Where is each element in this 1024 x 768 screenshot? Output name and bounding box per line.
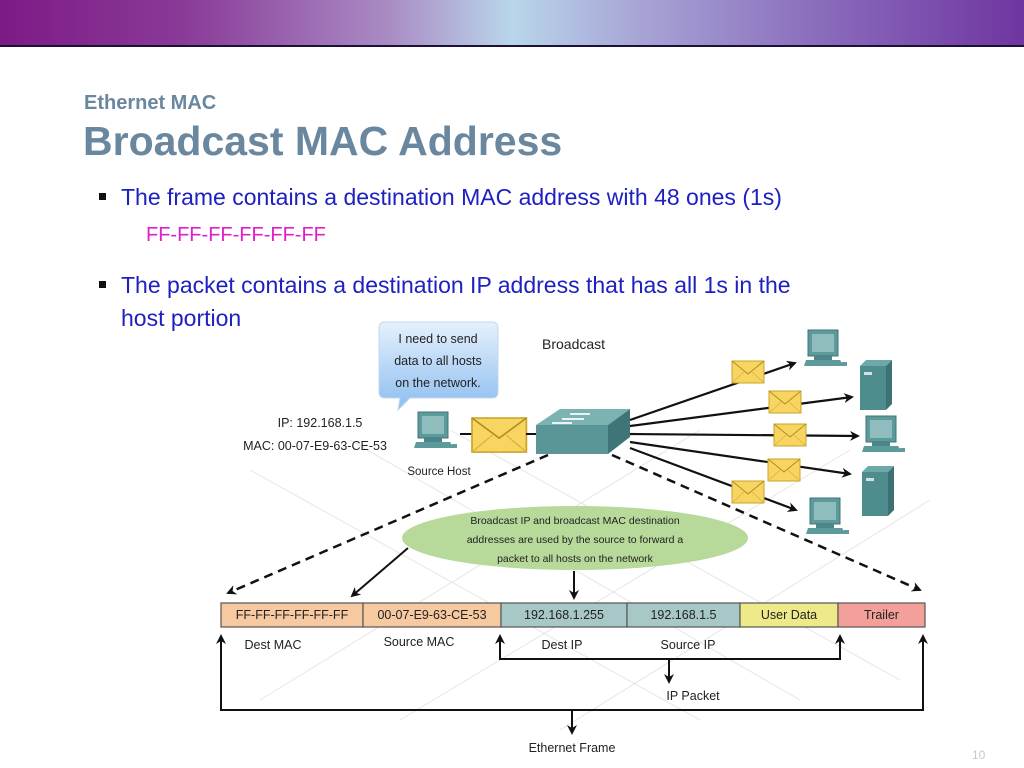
note-arrow-left xyxy=(350,547,409,598)
envelope-icon xyxy=(773,423,807,447)
bullet-text-continued: host portion xyxy=(121,305,242,331)
frame-brackets xyxy=(216,634,928,735)
perspective-grid xyxy=(249,429,931,731)
note-line: packet to all hosts on the network xyxy=(497,553,654,565)
frame-field-box xyxy=(626,602,741,628)
bullet-item: The frame contains a destination MAC add… xyxy=(99,182,782,212)
dashed-projection-left xyxy=(226,453,549,595)
page-number: 10 xyxy=(972,748,986,762)
broadcast-arrows xyxy=(629,360,860,512)
frame-field-box xyxy=(362,602,502,628)
title-banner xyxy=(0,0,1024,47)
frame-field-value: 192.168.1.5 xyxy=(650,608,716,622)
frame-field-value: 192.168.1.255 xyxy=(524,608,604,622)
source-host-label: Source Host xyxy=(407,466,471,478)
ethernet-frame: FF-FF-FF-FF-FF-FF Dest MAC 00-07-E9-63-CE-… xyxy=(220,602,926,652)
broadcast-note: Broadcast IP and broadcast MAC destinati… xyxy=(402,506,748,570)
dest-computer-icon xyxy=(805,497,850,535)
arrow-to-host-3 xyxy=(629,430,860,441)
dest-computer-icon xyxy=(861,415,906,453)
frame-field-value: 00-07-E9-63-CE-53 xyxy=(377,608,486,622)
bullet-item: The packet contains a destination IP add… xyxy=(99,270,791,300)
speech-bubble-line: data to all hosts xyxy=(394,354,482,368)
speech-bubble-line: on the network. xyxy=(395,376,480,390)
source-mac-label: MAC: 00-07-E9-63-CE-53 xyxy=(243,439,387,453)
bullet-marker-icon xyxy=(99,193,106,200)
slide-subtitle: Ethernet MAC xyxy=(84,92,217,114)
note-line: addresses are used by the source to forw… xyxy=(467,534,684,546)
envelope-icon xyxy=(731,360,765,384)
frame-field-value: Trailer xyxy=(864,608,899,622)
envelope-icon xyxy=(471,417,528,453)
source-ip-label: IP: 192.168.1.5 xyxy=(278,416,363,430)
ip-packet-label: IP Packet xyxy=(666,689,720,703)
broadcast-mac-text: FF-FF-FF-FF-FF-FF xyxy=(146,224,326,246)
dest-computer-icon xyxy=(803,329,848,367)
envelope-icon xyxy=(768,390,802,414)
dest-server-icon xyxy=(862,466,894,516)
frame-field-box xyxy=(837,602,926,628)
dest-server-icon xyxy=(860,360,892,410)
arrow-to-host-4 xyxy=(629,440,852,478)
frame-field-label: Source MAC xyxy=(384,635,455,649)
frame-field-label: Source IP xyxy=(661,638,716,652)
ethernet-frame-label: Ethernet Frame xyxy=(529,741,616,755)
speech-bubble: I need to send data to all hosts on the … xyxy=(378,321,499,412)
switch-icon xyxy=(536,409,630,454)
frame-field-label: Dest IP xyxy=(542,638,583,652)
speech-bubble-line: I need to send xyxy=(398,332,477,346)
arrow-to-host-2 xyxy=(629,393,854,428)
bullet-text: The frame contains a destination MAC add… xyxy=(121,184,782,210)
arrow-to-host-5 xyxy=(629,446,798,512)
arrow-to-host-1 xyxy=(629,360,797,422)
envelope-icon xyxy=(767,458,801,482)
bullet-text: The packet contains a destination IP add… xyxy=(121,272,791,298)
slide-title: Broadcast MAC Address xyxy=(83,118,563,164)
frame-field-value: FF-FF-FF-FF-FF-FF xyxy=(236,608,349,622)
frame-field-box xyxy=(220,602,364,628)
frame-field-value: User Data xyxy=(761,608,817,622)
frame-field-box xyxy=(500,602,628,628)
envelope-icon xyxy=(731,480,765,504)
ethernet-frame-bracket xyxy=(220,645,924,711)
dashed-projection-right xyxy=(611,453,922,592)
note-line: Broadcast IP and broadcast MAC destinati… xyxy=(470,515,680,527)
bullet-marker-icon xyxy=(99,281,106,288)
broadcast-heading: Broadcast xyxy=(542,336,605,352)
frame-field-label: Dest MAC xyxy=(245,638,302,652)
